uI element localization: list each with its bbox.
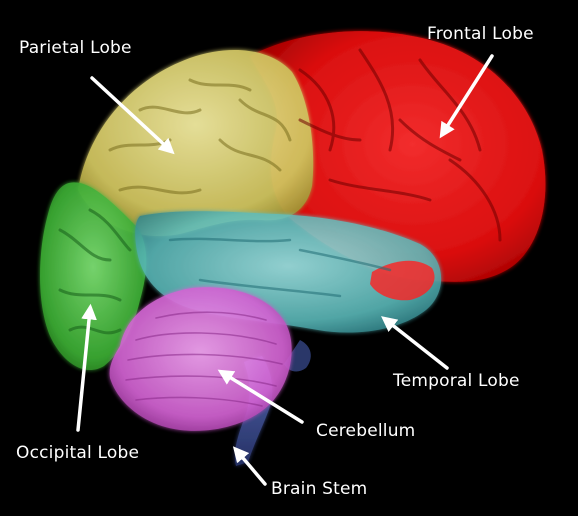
occipital-arrow xyxy=(76,303,97,432)
parietal-lobe-label: Parietal Lobe xyxy=(19,38,132,58)
occipital-lobe-region xyxy=(40,182,147,371)
gyri-texture xyxy=(58,48,502,407)
temporal-lobe-label: Temporal Lobe xyxy=(393,371,520,391)
brainstem-arrow xyxy=(232,446,267,486)
brain-stem-label: Brain Stem xyxy=(271,479,368,499)
parietal-lobe-region xyxy=(78,49,314,237)
frontal-arrow xyxy=(439,54,494,139)
temporal-arrow xyxy=(381,316,449,370)
parietal-arrow xyxy=(90,76,175,155)
occipital-lobe-label: Occipital Lobe xyxy=(16,443,140,463)
frontal-lobe-label: Frontal Lobe xyxy=(427,24,534,44)
label-arrows xyxy=(76,54,494,486)
cerebellum-arrow xyxy=(217,369,304,424)
cerebellum-region xyxy=(109,287,292,431)
cerebellum-label: Cerebellum xyxy=(316,421,416,441)
